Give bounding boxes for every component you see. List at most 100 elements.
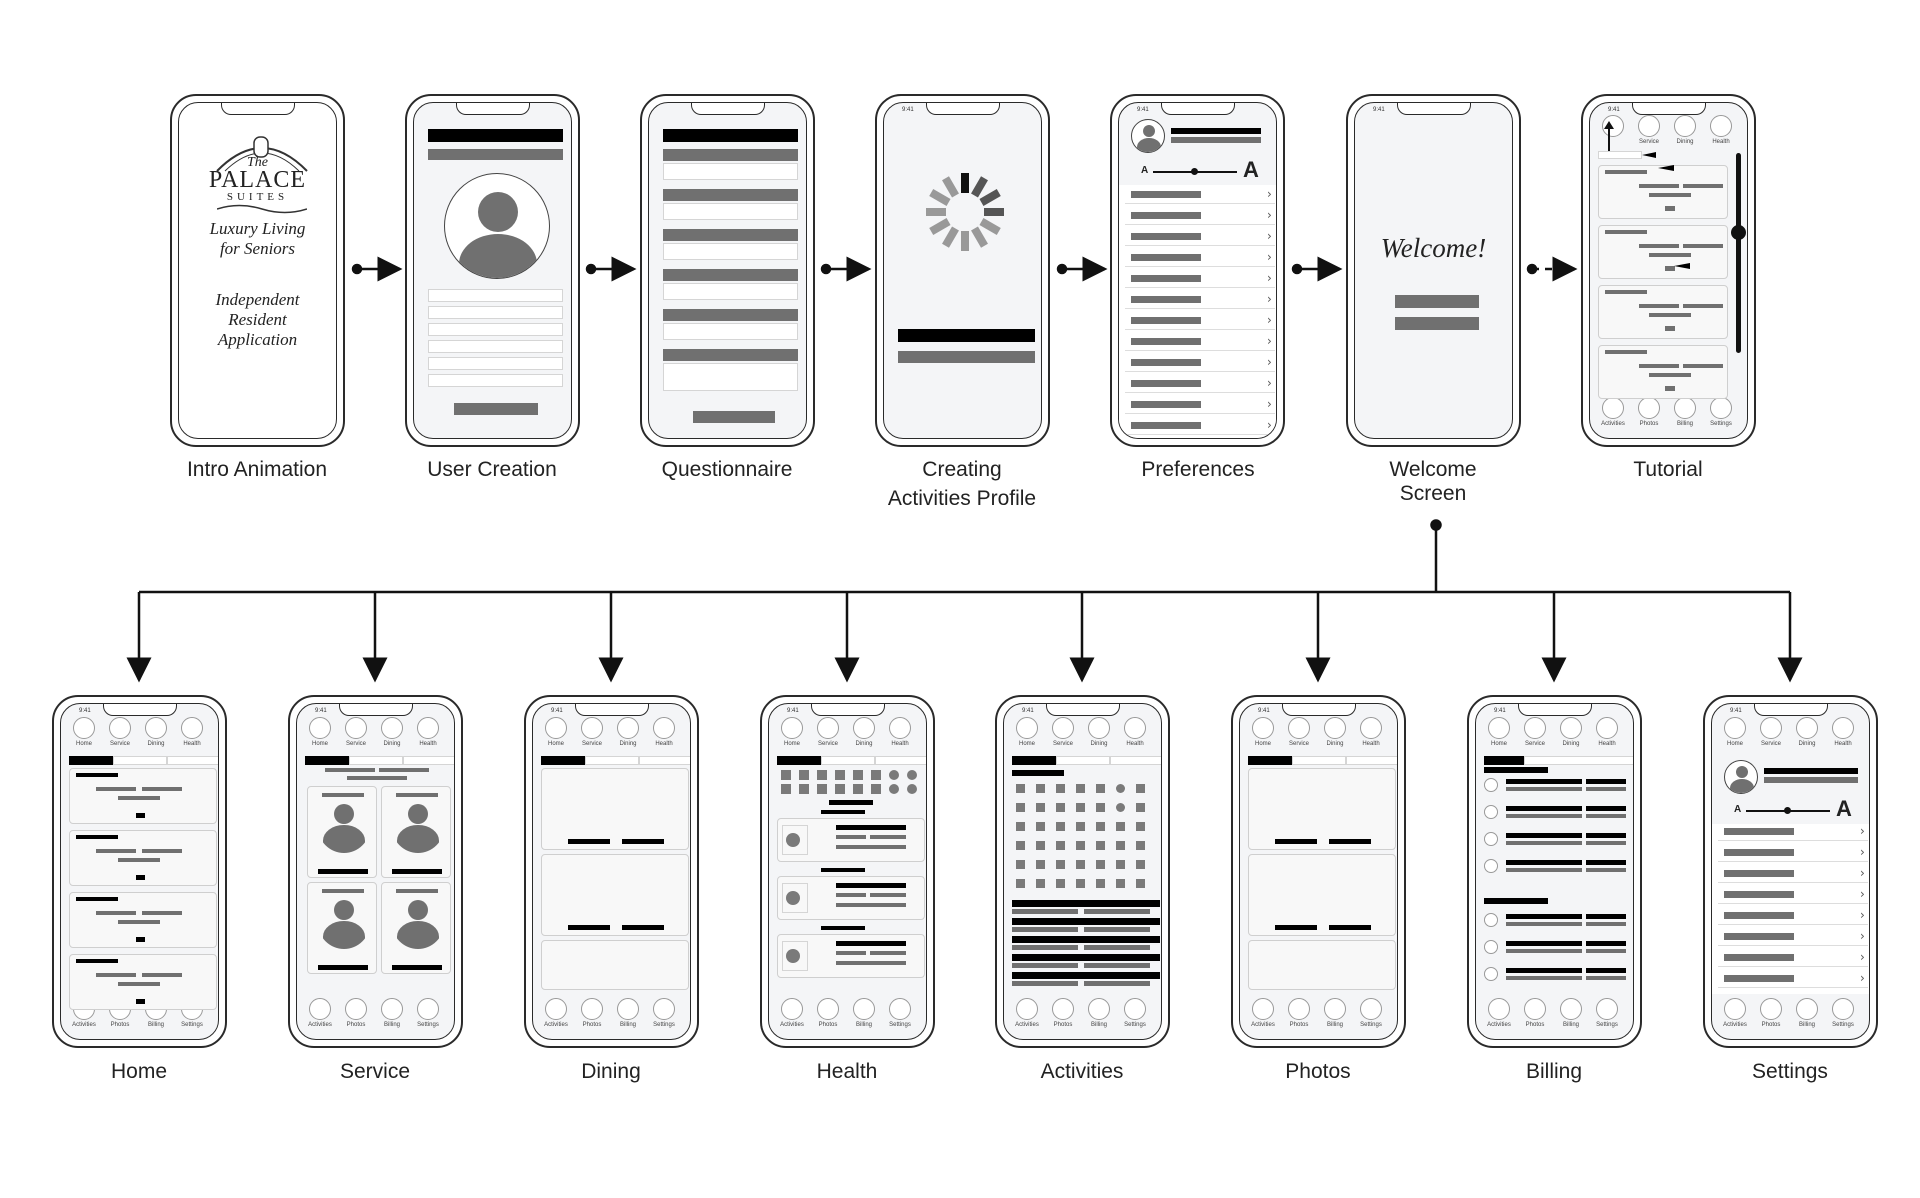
chevron-right-icon[interactable]: › [1267, 250, 1272, 264]
calendar-day[interactable] [1076, 803, 1085, 812]
nav-item[interactable]: Health [1704, 115, 1738, 145]
tab[interactable] [639, 756, 690, 765]
calendar-day[interactable] [889, 770, 899, 780]
chevron-right-icon[interactable]: › [1267, 418, 1272, 432]
nav-item[interactable]: Settings [411, 998, 445, 1028]
event-card[interactable] [69, 830, 217, 886]
chevron-right-icon[interactable]: › [1267, 334, 1272, 348]
nav-item[interactable]: Activities [1010, 998, 1044, 1028]
calendar-day[interactable] [1116, 879, 1125, 888]
meal-card[interactable] [541, 768, 689, 850]
nav-item[interactable]: Settings [1826, 998, 1860, 1028]
calendar-day[interactable] [853, 784, 863, 794]
tab-active[interactable] [541, 756, 585, 765]
calendar-day[interactable] [1016, 841, 1025, 850]
bill-status-icon[interactable] [1484, 859, 1498, 873]
calendar-day[interactable] [1096, 860, 1105, 869]
slider-icon[interactable] [1191, 168, 1198, 175]
nav-item[interactable]: Health [175, 717, 209, 747]
nav-item[interactable]: Billing [1318, 998, 1352, 1028]
input-field[interactable] [428, 323, 563, 336]
calendar-day[interactable] [1136, 803, 1145, 812]
nav-item[interactable]: Health [1590, 717, 1624, 747]
nav-item[interactable]: Settings [1354, 998, 1388, 1028]
nav-item[interactable]: Billing [1554, 998, 1588, 1028]
nav-item[interactable]: Photos [811, 998, 845, 1028]
photo-card[interactable] [1248, 854, 1396, 936]
nav-item[interactable]: Health [1826, 717, 1860, 747]
calendar-day[interactable] [817, 770, 827, 780]
nav-item[interactable]: Health [1354, 717, 1388, 747]
nav-item[interactable]: Activities [1246, 998, 1280, 1028]
chevron-right-icon[interactable]: › [1860, 950, 1865, 964]
phone-preferences[interactable]: 9:41 A A ›››››››››››› [1110, 94, 1285, 447]
phone-questionnaire[interactable] [640, 94, 815, 447]
nav-item[interactable]: Home [67, 717, 101, 747]
calendar-day[interactable] [1136, 860, 1145, 869]
nav-item[interactable]: Activities [1596, 397, 1630, 427]
nav-item[interactable] [1596, 115, 1630, 137]
chevron-right-icon[interactable]: › [1267, 208, 1272, 222]
submit-button[interactable] [693, 411, 775, 423]
input-field[interactable] [428, 340, 563, 353]
tab-active[interactable] [1012, 756, 1056, 765]
tab[interactable] [113, 756, 167, 765]
phone-user-creation[interactable] [405, 94, 580, 447]
calendar-day[interactable] [781, 784, 791, 794]
tab-active[interactable] [1484, 756, 1524, 765]
calendar-day[interactable] [1036, 822, 1045, 831]
scroll-slider-icon[interactable] [1736, 153, 1741, 353]
calendar-day[interactable] [799, 784, 809, 794]
event-card[interactable] [69, 954, 217, 1010]
calendar-day[interactable] [1076, 841, 1085, 850]
nav-item[interactable]: Service [339, 717, 373, 747]
calendar-day[interactable] [1116, 860, 1125, 869]
chevron-right-icon[interactable]: › [1267, 271, 1272, 285]
bill-status-icon[interactable] [1484, 940, 1498, 954]
nav-item[interactable]: Service [1518, 717, 1552, 747]
calendar-day[interactable] [1096, 841, 1105, 850]
calendar-day[interactable] [835, 784, 845, 794]
bill-status-icon[interactable] [1484, 913, 1498, 927]
nav-item[interactable]: Home [775, 717, 809, 747]
user-avatar-icon[interactable] [1131, 119, 1165, 153]
calendar-day[interactable] [1136, 784, 1145, 793]
nav-item[interactable]: Home [539, 717, 573, 747]
phone-welcome[interactable]: 9:41 Welcome! [1346, 94, 1521, 447]
chevron-right-icon[interactable]: › [1860, 971, 1865, 985]
nav-item[interactable]: Home [1010, 717, 1044, 747]
nav-item[interactable]: Settings [1118, 998, 1152, 1028]
calendar-day[interactable] [1056, 879, 1065, 888]
answer-field[interactable] [663, 163, 798, 180]
event-card[interactable] [69, 768, 217, 824]
answer-field[interactable] [663, 203, 798, 220]
nav-item[interactable]: Dining [1082, 717, 1116, 747]
tutorial-card[interactable] [1598, 285, 1728, 339]
chevron-right-icon[interactable]: › [1267, 397, 1272, 411]
calendar-day[interactable] [1116, 822, 1125, 831]
calendar-day[interactable] [1096, 879, 1105, 888]
tab[interactable] [167, 756, 218, 765]
nav-item[interactable]: Photos [339, 998, 373, 1028]
user-avatar-icon[interactable] [444, 173, 550, 279]
input-field[interactable] [428, 306, 563, 319]
calendar-day[interactable] [889, 784, 899, 794]
nav-item[interactable]: Billing [847, 998, 881, 1028]
calendar-day[interactable] [1136, 879, 1145, 888]
nav-item[interactable]: Service [1754, 717, 1788, 747]
meal-card[interactable] [541, 940, 689, 990]
input-field[interactable] [428, 289, 563, 302]
calendar-day[interactable] [1056, 860, 1065, 869]
tab[interactable] [1292, 756, 1346, 765]
nav-item[interactable]: Billing [611, 998, 645, 1028]
calendar-day[interactable] [1056, 822, 1065, 831]
appointment-card[interactable] [777, 934, 925, 978]
calendar-day[interactable] [1056, 803, 1065, 812]
bill-status-icon[interactable] [1484, 778, 1498, 792]
chevron-right-icon[interactable]: › [1267, 292, 1272, 306]
calendar-day[interactable] [1096, 803, 1105, 812]
calendar-day[interactable] [1036, 841, 1045, 850]
